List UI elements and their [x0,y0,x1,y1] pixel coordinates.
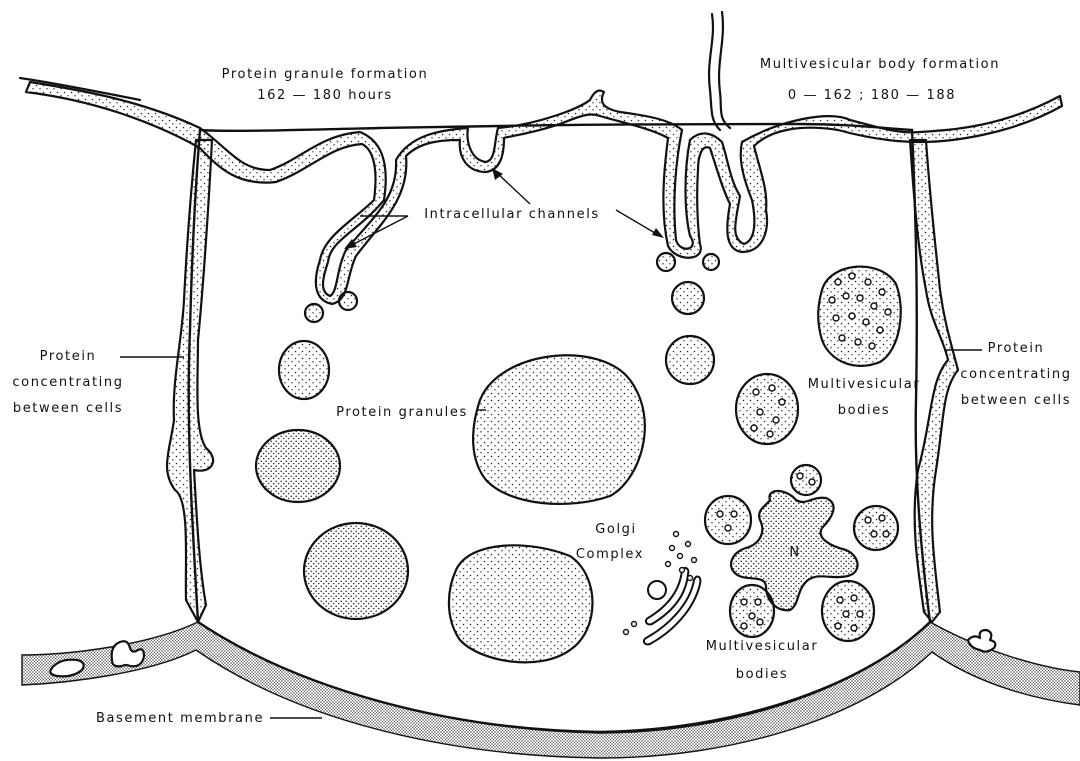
nucleus-label: N [789,545,800,560]
multivesicular-upper-2: bodies [838,403,890,418]
golgi-label-2: Complex [576,547,644,562]
protein-concentrating-left-1: Protein [40,349,97,364]
multivesicular-hours-label: 0 — 162 ; 180 — 188 [788,88,956,103]
protein-concentrating-right-2: concentrating [960,367,1071,382]
multivesicular-upper-1: Multivesicular [808,377,921,392]
protein-concentrating-left-3: between cells [13,401,123,416]
top-membrane-line-2 [719,12,730,128]
multivesicular-lower-2: bodies [736,667,788,682]
multivesicular-formation-label: Multivesicular body formation [760,57,1000,72]
intracellular-channels-label: Intracellular channels [424,207,600,222]
golgi-label-1: Golgi [595,522,637,537]
basement-membrane-label: Basement membrane [96,711,264,726]
protein-concentrating-left-2: concentrating [12,375,123,390]
protein-granule-hours-label: 162 — 180 hours [257,88,393,103]
protein-granules-label: Protein granules [336,405,468,420]
protein-concentrating-right-1: Protein [988,341,1045,356]
protein-concentrating-right-3: between cells [961,393,1071,408]
protein-granule-formation-label: Protein granule formation [222,67,429,82]
multivesicular-lower-1: Multivesicular [706,639,819,654]
